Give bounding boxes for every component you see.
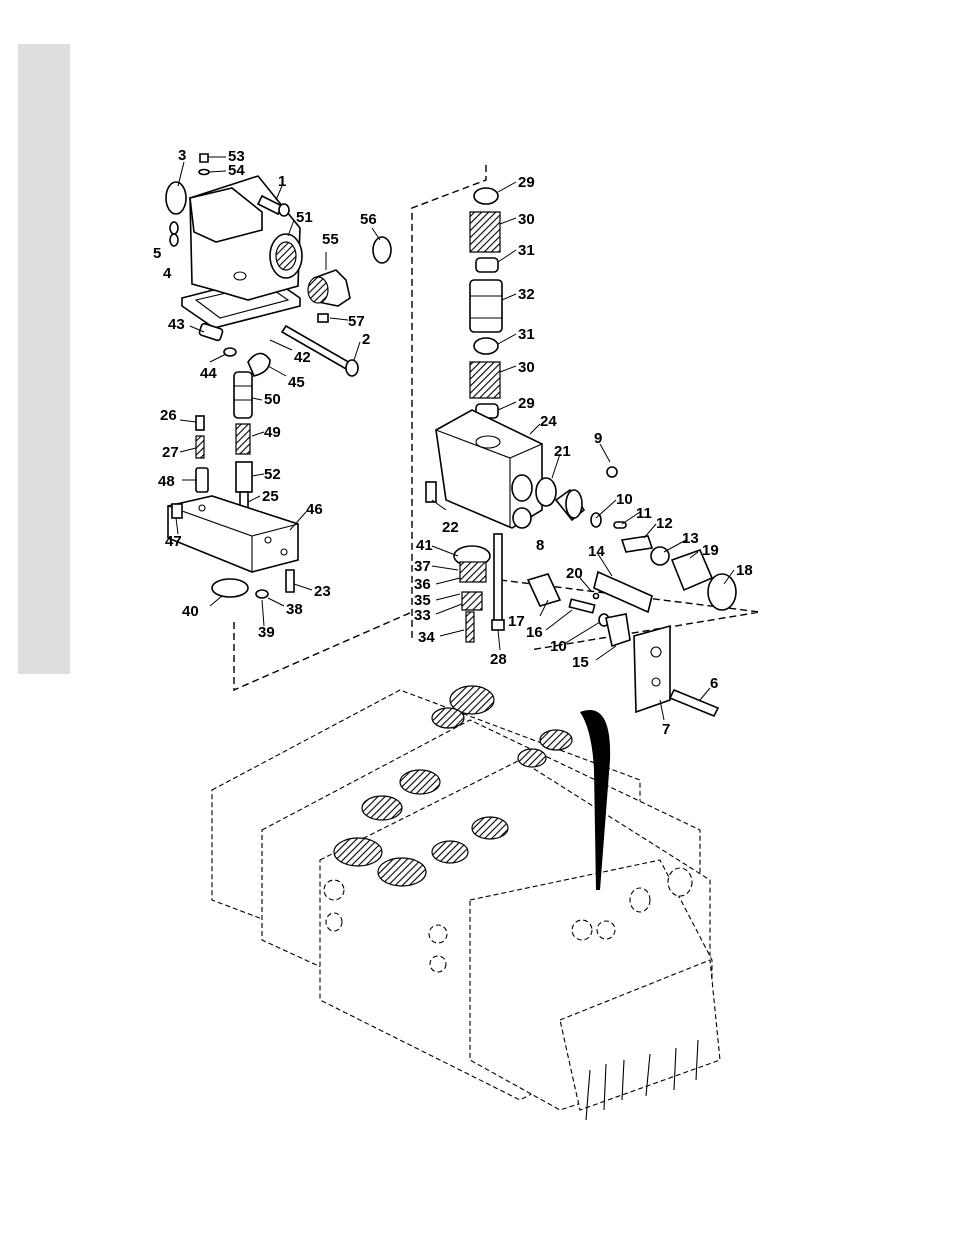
- label-24: 24: [540, 413, 557, 430]
- label-56: 56: [360, 211, 377, 228]
- label-12: 12: [656, 515, 673, 532]
- label-10-bottom: 10: [550, 638, 567, 655]
- label-38: 38: [286, 601, 303, 618]
- label-1: 1: [278, 173, 286, 190]
- valve-bank-phantom: [212, 686, 720, 1120]
- label-11: 11: [636, 505, 652, 522]
- label-28: 28: [490, 651, 507, 668]
- label-29-bottom: 29: [518, 395, 535, 412]
- label-34: 34: [418, 629, 435, 646]
- label-40: 40: [182, 603, 199, 620]
- label-31-top: 31: [518, 242, 535, 259]
- label-18: 18: [736, 562, 753, 579]
- label-52: 52: [264, 466, 281, 483]
- label-8: 8: [536, 537, 544, 554]
- label-42: 42: [294, 349, 311, 366]
- label-36: 36: [414, 576, 431, 593]
- label-51: 51: [296, 209, 313, 226]
- label-27: 27: [162, 444, 179, 461]
- label-26: 26: [160, 407, 177, 424]
- label-15: 15: [572, 654, 589, 671]
- label-5: 5: [153, 245, 161, 262]
- label-4: 4: [163, 265, 172, 282]
- label-21: 21: [554, 443, 571, 460]
- label-44: 44: [200, 365, 217, 382]
- label-23: 23: [314, 583, 331, 600]
- label-30-top: 30: [518, 211, 535, 228]
- label-19: 19: [702, 542, 719, 559]
- label-32: 32: [518, 286, 535, 303]
- label-33: 33: [414, 607, 431, 624]
- label-7: 7: [662, 721, 670, 738]
- label-29-top: 29: [518, 174, 535, 191]
- label-16: 16: [526, 624, 543, 641]
- label-9: 9: [594, 430, 602, 447]
- label-13: 13: [682, 530, 699, 547]
- label-55: 55: [322, 231, 339, 248]
- label-10-top: 10: [616, 491, 633, 508]
- label-31-bottom: 31: [518, 326, 535, 343]
- label-48: 48: [158, 473, 175, 490]
- label-49: 49: [264, 424, 281, 441]
- label-22: 22: [442, 519, 459, 536]
- label-17: 17: [508, 613, 525, 630]
- label-57: 57: [348, 313, 365, 330]
- label-50: 50: [264, 391, 281, 408]
- spool-stack: [470, 188, 502, 418]
- label-6: 6: [710, 675, 718, 692]
- label-2: 2: [362, 331, 370, 348]
- label-43: 43: [168, 316, 185, 333]
- label-45: 45: [288, 374, 305, 391]
- label-54: 54: [228, 162, 245, 179]
- label-41: 41: [416, 537, 433, 554]
- label-25: 25: [262, 488, 279, 505]
- label-30-bottom: 30: [518, 359, 535, 376]
- label-39: 39: [258, 624, 275, 641]
- label-37: 37: [414, 558, 431, 575]
- label-3: 3: [178, 147, 186, 164]
- label-20: 20: [566, 565, 583, 582]
- label-47: 47: [165, 533, 182, 550]
- label-46: 46: [306, 501, 323, 518]
- lower-fittings: [454, 534, 504, 642]
- label-14: 14: [588, 543, 605, 560]
